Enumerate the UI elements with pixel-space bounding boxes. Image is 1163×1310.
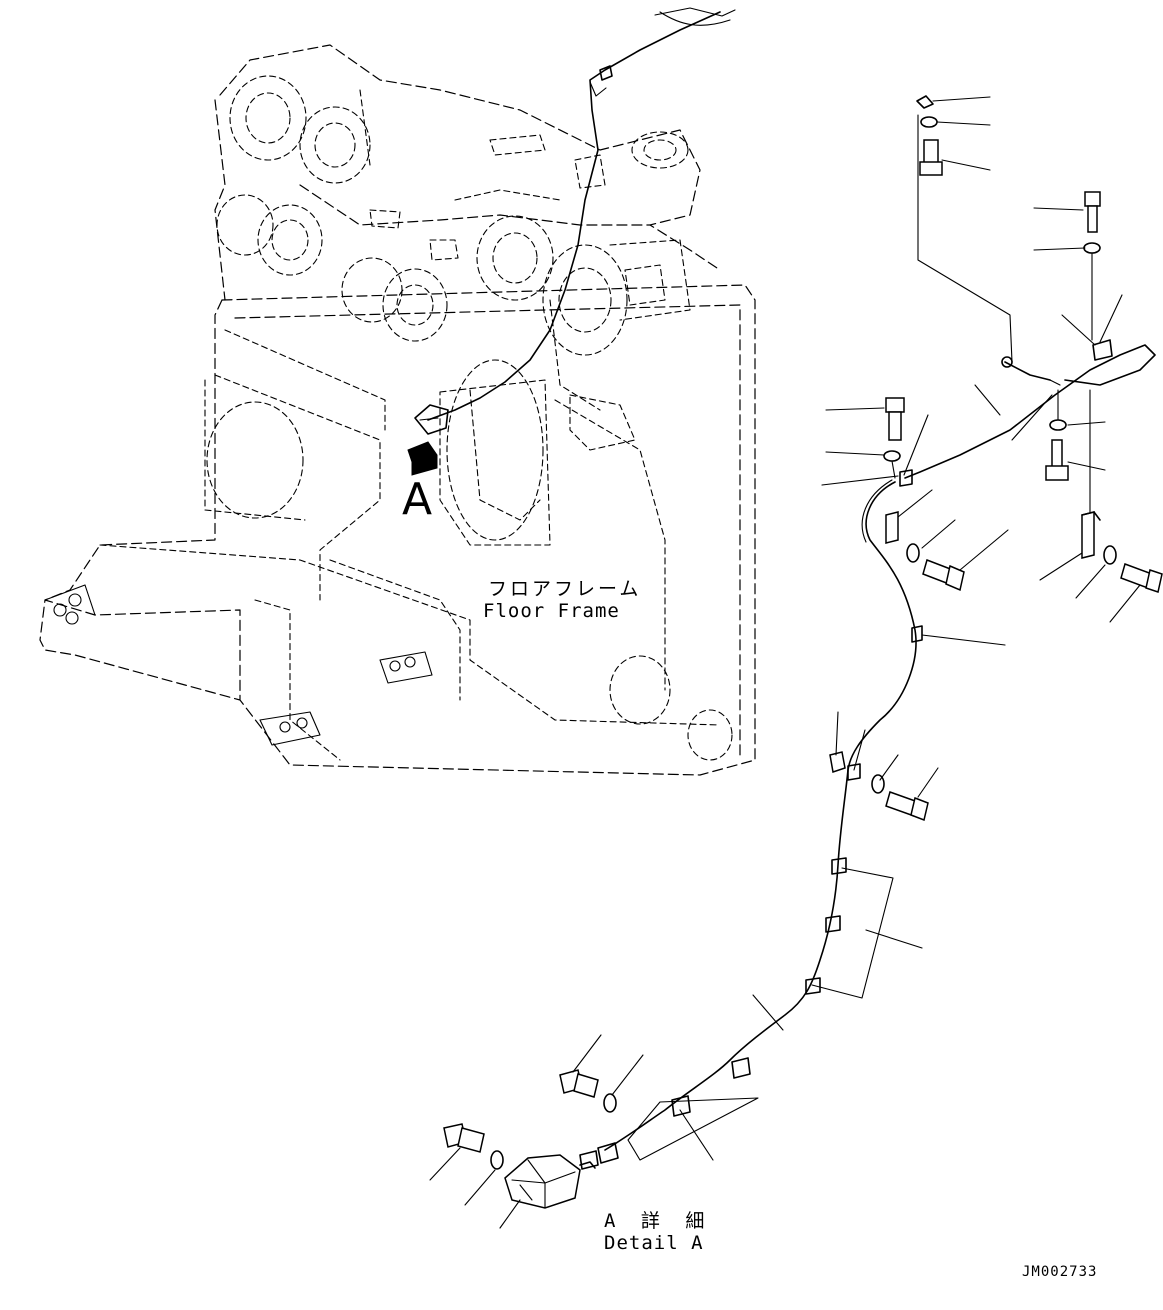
floor-frame-label-jp: フロアフレーム (488, 578, 642, 600)
view-letter-a: A (402, 474, 433, 525)
harness-detail (443, 95, 1163, 1209)
detail-a-label-jp: A 詳 細 (604, 1210, 712, 1232)
view-arrow (407, 441, 438, 476)
leader-lines (429, 96, 1141, 1229)
detail-a-label-en: Detail A (604, 1232, 704, 1254)
frame-harness (414, 7, 736, 435)
floor-frame-label-en: Floor Frame (483, 600, 620, 622)
floor-frame (39, 44, 756, 776)
drawing-number: JM002733 (1022, 1264, 1098, 1280)
